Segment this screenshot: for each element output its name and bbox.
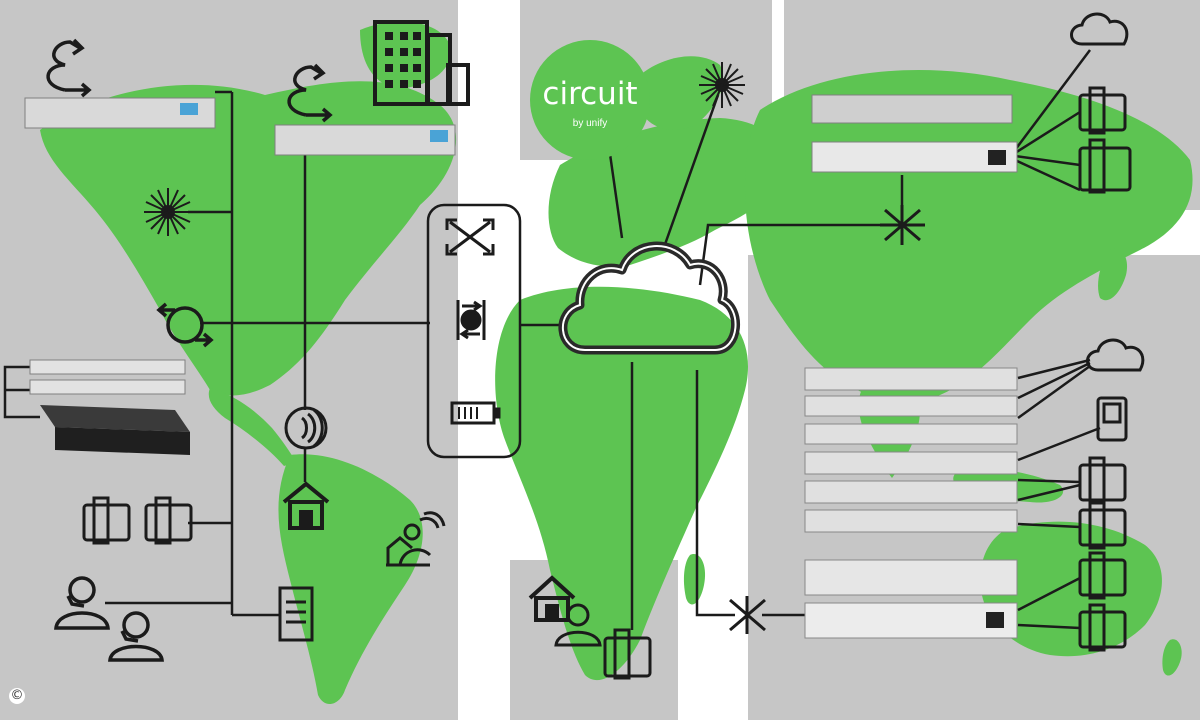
sync-icon bbox=[156, 302, 214, 348]
rack-unit bbox=[804, 559, 1018, 596]
rfid-icon bbox=[284, 406, 328, 450]
desk-phone-icon bbox=[82, 86, 1132, 680]
rack-unit bbox=[804, 367, 1018, 391]
switch-icon bbox=[445, 218, 495, 256]
copyright-mark: © bbox=[9, 688, 25, 704]
logo-word: circuit bbox=[542, 76, 638, 112]
fiber-icon bbox=[46, 38, 92, 98]
map-scandinavia bbox=[636, 56, 724, 130]
building-icon bbox=[373, 20, 470, 106]
satellite-antenna-icon bbox=[699, 62, 745, 108]
rack-unit bbox=[804, 451, 1018, 475]
map-central-america bbox=[208, 388, 296, 466]
switch-icon bbox=[729, 596, 766, 634]
fiber-icon bbox=[287, 63, 333, 123]
map-new-zealand bbox=[1162, 639, 1182, 676]
mobile-phone-icon bbox=[1096, 396, 1128, 442]
rack-unit bbox=[804, 395, 1018, 417]
cloud-icon bbox=[1070, 12, 1145, 372]
rack-unit bbox=[804, 509, 1018, 533]
map-north-america bbox=[40, 81, 457, 396]
circuit-logo: circuit by unify bbox=[530, 40, 650, 160]
map-madagascar bbox=[683, 554, 706, 605]
map-japan bbox=[1098, 248, 1128, 301]
home-office-icon bbox=[528, 575, 576, 622]
desk-phone-icon bbox=[278, 586, 314, 642]
map-australia bbox=[980, 521, 1162, 657]
logo-tagline: by unify bbox=[572, 118, 608, 129]
switch-icon bbox=[880, 205, 925, 245]
rack-server bbox=[40, 405, 190, 432]
rack-unit bbox=[804, 480, 1018, 504]
rack-switch bbox=[29, 379, 186, 395]
headset-user-icon bbox=[54, 576, 110, 630]
rack-unit bbox=[804, 423, 1018, 445]
ethernet-splitter-icon bbox=[456, 300, 486, 340]
rack-switch bbox=[29, 359, 186, 375]
headset-user-icon bbox=[108, 611, 164, 662]
rack-appliance bbox=[811, 94, 1013, 124]
battery-icon bbox=[450, 401, 501, 425]
remote-site-icon bbox=[386, 511, 446, 567]
rack-unit bbox=[804, 602, 1018, 639]
rack-appliance bbox=[811, 141, 1018, 173]
service-box bbox=[426, 203, 522, 459]
rack-appliance bbox=[274, 124, 456, 156]
map-south-america bbox=[278, 454, 423, 705]
home-office-icon bbox=[282, 481, 330, 530]
satellite-antenna-icon bbox=[144, 188, 192, 236]
rack-devices bbox=[24, 94, 1018, 639]
